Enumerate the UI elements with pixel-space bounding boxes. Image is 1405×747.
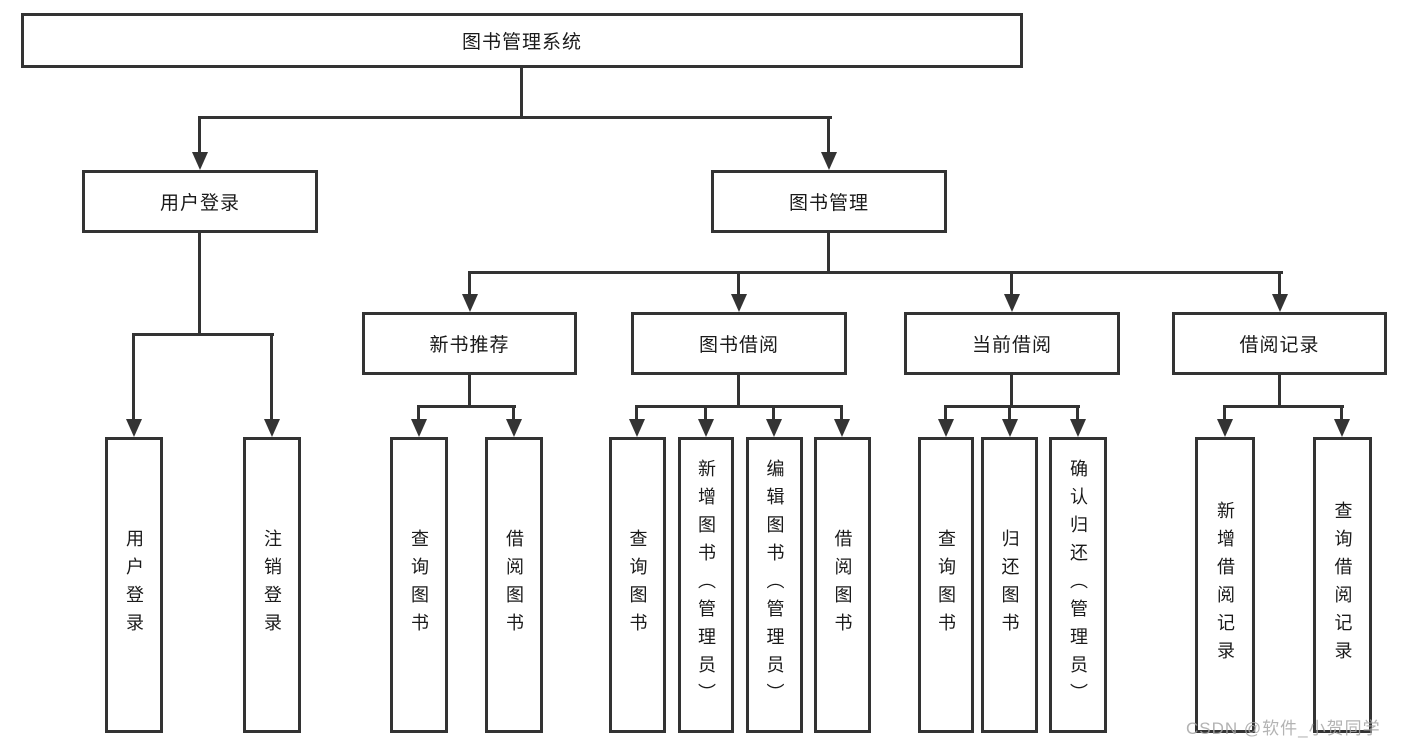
- connector-line: [827, 116, 830, 156]
- node-new-book-recommend: 新书推荐: [362, 312, 577, 375]
- connector-line: [772, 405, 775, 421]
- node-label: 编辑图书（管理员）: [764, 459, 785, 711]
- node-label: 用户登录: [124, 529, 144, 641]
- connector-line: [1076, 405, 1079, 421]
- connector-line: [198, 233, 201, 335]
- node-root-library-system: 图书管理系统: [21, 13, 1023, 68]
- node-borrowing-records: 借阅记录: [1172, 312, 1387, 375]
- arrow-down-icon: [1070, 419, 1086, 437]
- connector-line: [1278, 271, 1281, 296]
- connector-line: [737, 375, 740, 407]
- connector-line: [635, 405, 638, 421]
- leaf-confirm-return-admin: 确认归还（管理员）: [1049, 437, 1107, 733]
- arrow-down-icon: [834, 419, 850, 437]
- connector-line: [944, 405, 947, 421]
- arrow-down-icon: [698, 419, 714, 437]
- connector-line: [1008, 405, 1011, 421]
- arrow-down-icon: [938, 419, 954, 437]
- arrow-down-icon: [821, 152, 837, 170]
- leaf-add-books-admin: 新增图书（管理员）: [678, 437, 734, 733]
- connector-line: [1340, 405, 1343, 421]
- connector-line: [468, 271, 471, 296]
- arrow-down-icon: [766, 419, 782, 437]
- arrow-down-icon: [629, 419, 645, 437]
- node-label: 新书推荐: [429, 335, 510, 356]
- connector-line: [270, 333, 273, 421]
- leaf-edit-books-admin: 编辑图书（管理员）: [746, 437, 803, 733]
- leaf-query-borrow-record: 查询借阅记录: [1313, 437, 1372, 733]
- csdn-watermark: CSDN @软件_小贺同学: [1186, 719, 1381, 738]
- arrow-down-icon: [462, 294, 478, 312]
- connector-line: [132, 333, 135, 421]
- node-label: 图书管理系统: [461, 32, 582, 53]
- node-label: 借阅图书: [832, 529, 853, 641]
- arrow-down-icon: [731, 294, 747, 312]
- arrow-down-icon: [411, 419, 427, 437]
- connector-line: [417, 405, 420, 421]
- connector-line: [1223, 405, 1226, 421]
- leaf-borrow-books: 借阅图书: [814, 437, 871, 733]
- connector-line: [468, 271, 1283, 274]
- leaf-query-books-borrowing: 查询图书: [609, 437, 666, 733]
- arrow-down-icon: [1004, 294, 1020, 312]
- arrow-down-icon: [506, 419, 522, 437]
- connector-line: [635, 405, 843, 408]
- connector-line: [417, 405, 516, 408]
- leaf-user-login: 用户登录: [105, 437, 163, 733]
- arrow-down-icon: [192, 152, 208, 170]
- connector-line: [1278, 375, 1281, 407]
- leaf-query-books-current: 查询图书: [918, 437, 974, 733]
- connector-line: [840, 405, 843, 421]
- node-current-borrowing: 当前借阅: [904, 312, 1120, 375]
- node-label: 注销登录: [262, 529, 282, 641]
- arrow-down-icon: [126, 419, 142, 437]
- connector-line: [520, 68, 523, 118]
- connector-line: [737, 271, 740, 296]
- connector-line: [944, 405, 1080, 408]
- node-label: 查询图书: [936, 529, 956, 641]
- connector-line: [704, 405, 707, 421]
- connector-line: [1223, 405, 1344, 408]
- node-label: 用户登录: [159, 193, 240, 214]
- leaf-borrow-books-recommend: 借阅图书: [485, 437, 543, 733]
- connector-line: [468, 375, 471, 407]
- node-label: 归还图书: [999, 529, 1020, 641]
- connector-line: [132, 333, 274, 336]
- leaf-logout: 注销登录: [243, 437, 301, 733]
- node-book-borrowing: 图书借阅: [631, 312, 847, 375]
- node-label: 图书管理: [788, 193, 869, 214]
- leaf-return-books: 归还图书: [981, 437, 1038, 733]
- connector-line: [512, 405, 515, 421]
- connector-line: [827, 233, 830, 273]
- node-label: 查询图书: [627, 529, 648, 641]
- leaf-add-borrow-record: 新增借阅记录: [1195, 437, 1255, 733]
- node-book-management: 图书管理: [711, 170, 947, 233]
- arrow-down-icon: [1217, 419, 1233, 437]
- node-label: 新增图书（管理员）: [696, 459, 716, 711]
- node-label: 图书借阅: [698, 335, 779, 356]
- node-label: 当前借阅: [971, 335, 1052, 356]
- node-label: 查询图书: [409, 529, 429, 641]
- arrow-down-icon: [1334, 419, 1350, 437]
- connector-line: [1010, 271, 1013, 296]
- node-label: 借阅记录: [1239, 335, 1320, 356]
- leaf-query-books-recommend: 查询图书: [390, 437, 448, 733]
- node-label: 借阅图书: [504, 529, 524, 641]
- arrow-down-icon: [264, 419, 280, 437]
- connector-line: [1010, 375, 1013, 407]
- arrow-down-icon: [1272, 294, 1288, 312]
- node-label: 新增借阅记录: [1215, 501, 1235, 669]
- node-user-login: 用户登录: [82, 170, 318, 233]
- connector-line: [198, 116, 201, 156]
- arrow-down-icon: [1002, 419, 1018, 437]
- node-label: 确认归还（管理员）: [1068, 459, 1088, 711]
- node-label: 查询借阅记录: [1332, 501, 1353, 669]
- connector-line: [198, 116, 832, 119]
